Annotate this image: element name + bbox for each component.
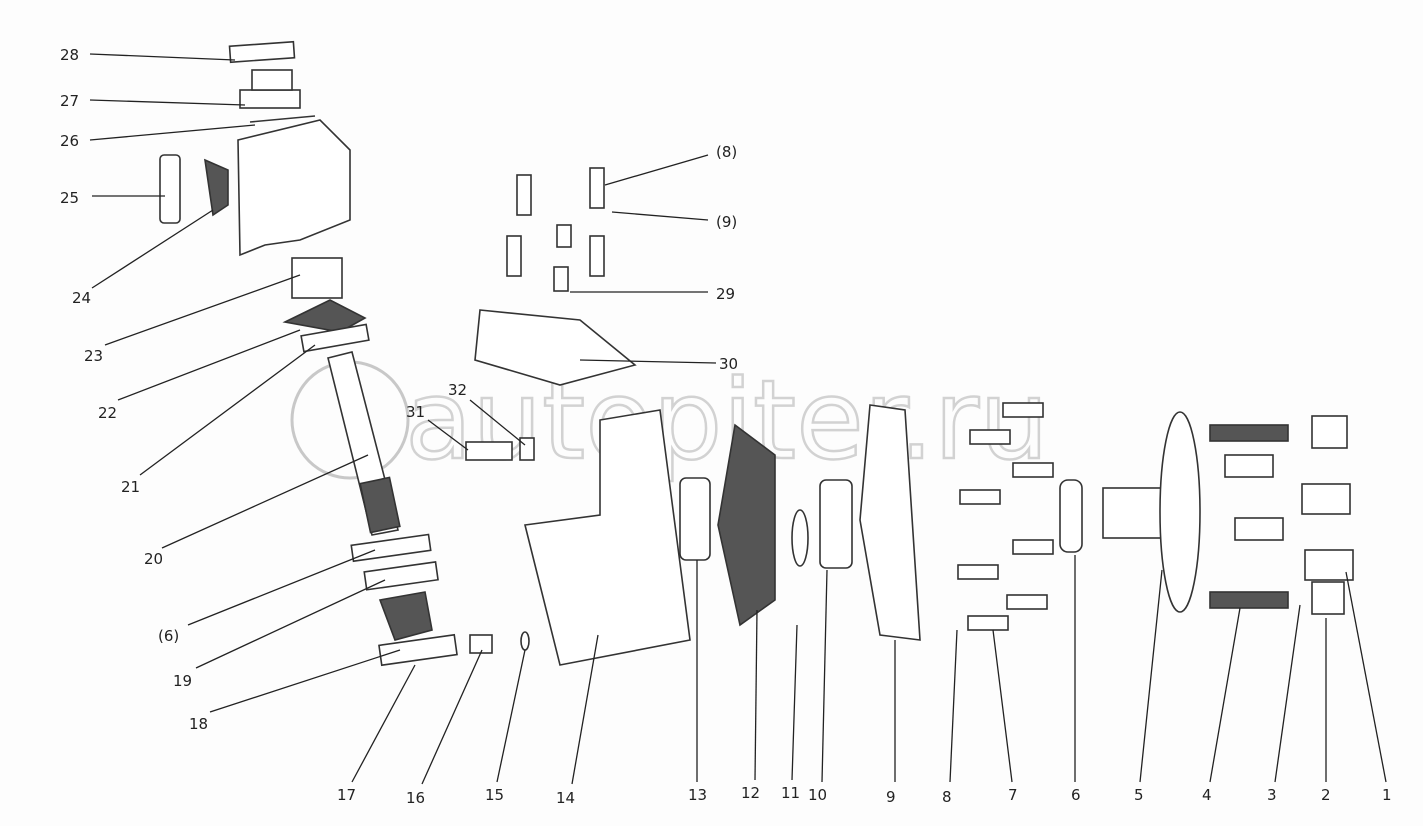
part-1-bolt [1301, 483, 1351, 515]
label-32: 32 [448, 381, 467, 399]
label-2: 2 [1321, 786, 1331, 804]
part-18-pinion [378, 591, 433, 641]
label-13: 13 [688, 786, 707, 804]
label-4: 4 [1202, 786, 1212, 804]
part-10-bearing [819, 479, 853, 569]
label-29: 29 [716, 285, 735, 303]
part-20-spline [359, 476, 401, 534]
label-9b: (9) [716, 213, 737, 231]
part-19-ring [363, 561, 439, 591]
part-23-sleeve [291, 257, 343, 299]
label-30: 30 [719, 355, 738, 373]
part-2-nut [1311, 415, 1348, 449]
label-11: 11 [781, 784, 800, 802]
part-5-spline [1102, 487, 1164, 539]
label-26: 26 [60, 132, 79, 150]
part-21-washer [300, 323, 370, 353]
part-15-washer [520, 631, 530, 651]
label-23: 23 [84, 347, 103, 365]
part-26-shim [249, 115, 316, 123]
label-31: 31 [406, 403, 425, 421]
label-14: 14 [556, 789, 575, 807]
part-labels: 28 27 26 25 24 23 22 21 20 (6) 19 18 17 … [60, 46, 1392, 807]
part-24-gear [204, 158, 229, 217]
label-1: 1 [1382, 786, 1392, 804]
label-25: 25 [60, 189, 79, 207]
part-25-bearing [159, 154, 181, 224]
part-5-hub [1159, 411, 1201, 613]
label-8: 8 [942, 788, 952, 806]
label-27: 27 [60, 92, 79, 110]
part-4-stud [1209, 424, 1289, 442]
part-16-bolt [469, 634, 493, 654]
label-18: 18 [189, 715, 208, 733]
part-14-housing [524, 409, 691, 666]
label-24: 24 [72, 289, 91, 307]
part-31-bolt [465, 441, 513, 461]
part-4-stud [1209, 591, 1289, 609]
part-32-nut [519, 437, 535, 461]
part-7-bolts [957, 402, 1284, 631]
part-27-hub [251, 69, 293, 91]
leader-lines [89, 53, 1387, 785]
label-21: 21 [121, 478, 140, 496]
label-20: 20 [144, 550, 163, 568]
label-7: 7 [1008, 786, 1018, 804]
part-29-pin [556, 224, 572, 248]
part-8-bolts [506, 167, 605, 277]
part-30-bracket [474, 309, 637, 386]
label-3: 3 [1267, 786, 1277, 804]
part-22-gear [282, 299, 367, 333]
label-10: 10 [808, 786, 827, 804]
watermark: autopiter.ru [290, 355, 1050, 485]
label-12: 12 [741, 784, 760, 802]
part-6-seal [1059, 479, 1083, 553]
part-28-cap [228, 40, 296, 64]
label-22: 22 [98, 404, 117, 422]
part-housing-upper [237, 119, 351, 257]
part-2-nut [1311, 581, 1345, 615]
label-28: 28 [60, 46, 79, 64]
label-19: 19 [173, 672, 192, 690]
part-17-bearing [378, 633, 458, 667]
label-15: 15 [485, 786, 504, 804]
part-29-pin [553, 266, 569, 292]
label-9: 9 [886, 788, 896, 806]
label-16: 16 [406, 789, 425, 807]
label-17: 17 [337, 786, 356, 804]
watermark-text: autopiter.ru [405, 356, 1049, 484]
label-6: 6 [1071, 786, 1081, 804]
label-8b: (8) [716, 143, 737, 161]
part-9-flange [859, 404, 921, 641]
label-5: 5 [1134, 786, 1144, 804]
part-1-bolt [1304, 549, 1354, 581]
label-6b: (6) [158, 627, 179, 645]
part-11-ring [791, 509, 809, 567]
part-13-bearing [679, 477, 711, 561]
part-6-washer [350, 533, 432, 563]
part-27-ring [239, 89, 301, 109]
parts [159, 40, 1354, 667]
